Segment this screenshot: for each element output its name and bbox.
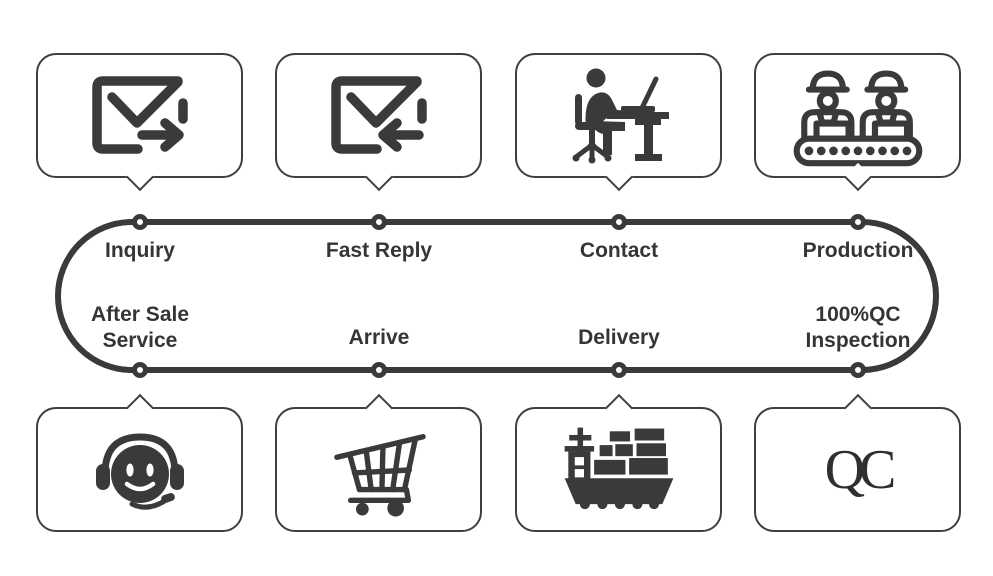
- node-after-sale: [132, 362, 148, 378]
- bubble-after-sale: [36, 393, 243, 532]
- label-arrive: Arrive: [348, 326, 410, 349]
- process-loop-line: [55, 219, 939, 373]
- bubble-contact: [515, 53, 722, 192]
- bubble-tail: [125, 162, 154, 192]
- bubble-arrive: [275, 393, 482, 532]
- bubble-tail: [604, 162, 633, 192]
- bubble-qc-inspection: QC: [754, 393, 961, 532]
- label-contact: Contact: [579, 239, 659, 262]
- headset-support-icon: [95, 432, 184, 510]
- bubble-tail: [125, 393, 154, 423]
- node-contact: [611, 214, 627, 230]
- mail-reply-icon: [330, 75, 427, 154]
- node-delivery: [611, 362, 627, 378]
- node-production: [850, 214, 866, 230]
- shopping-cart-icon: [333, 433, 426, 517]
- qc-letters-icon: QC: [824, 438, 897, 501]
- workers-conveyor-icon: [793, 70, 922, 166]
- bubble-tail: [364, 393, 393, 423]
- label-delivery: Delivery: [578, 326, 660, 349]
- label-fast-reply: Fast Reply: [325, 239, 433, 262]
- bubble-tail: [604, 393, 633, 423]
- person-at-desk-icon: [572, 68, 669, 163]
- label-inquiry: Inquiry: [104, 239, 175, 262]
- node-arrive: [371, 362, 387, 378]
- label-production: Production: [802, 239, 914, 262]
- label-qc-inspection: 100%QC Inspection: [805, 303, 911, 352]
- node-qc: [850, 362, 866, 378]
- bubble-inquiry: [36, 53, 243, 192]
- bubble-tail: [843, 393, 872, 423]
- bubble-tail: [364, 162, 393, 192]
- bubble-fast-reply: [275, 53, 482, 192]
- mail-send-icon: [91, 75, 188, 154]
- cargo-ship-icon: [564, 427, 673, 509]
- node-fast-reply: [371, 214, 387, 230]
- bubble-delivery: [515, 393, 722, 532]
- bubble-production: [754, 53, 961, 192]
- label-after-sale-service: After Sale Service: [90, 303, 190, 352]
- node-inquiry: [132, 214, 148, 230]
